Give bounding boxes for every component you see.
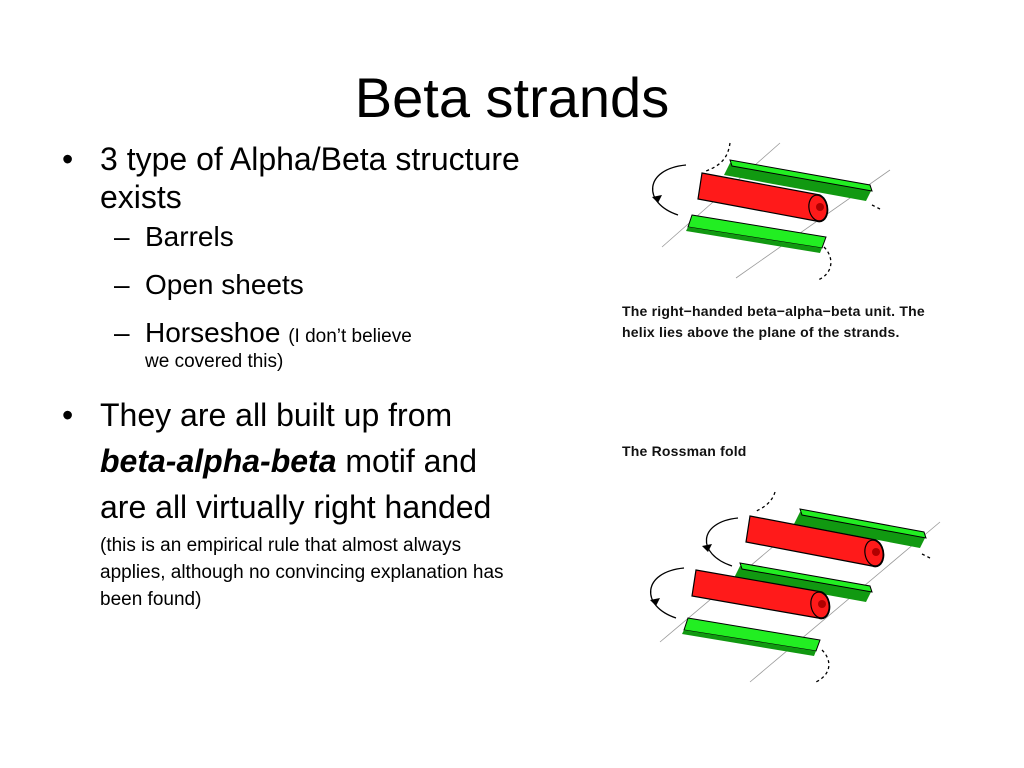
middle-strand [734,562,873,602]
bullet-dot: • [62,141,74,177]
bullet-right-handed: • They are all built up from beta-alpha-… [62,392,522,613]
rossman-fold-figure [650,491,941,683]
bullet-dot: • [62,397,74,433]
sub-bullet-note-cont: we covered this) [145,351,284,372]
sub-bullet-barrels: – Barrels [62,220,522,254]
arrow-head [652,195,662,203]
bottom-helix [691,569,831,620]
sub-bullet-text: Barrels [145,221,234,252]
figure-caption-1: The right−handed beta−alpha−beta unit. T… [622,303,925,340]
top-strand [724,159,873,201]
sub-bullet-text: Horseshoe [145,317,281,348]
bullet-alpha-beta-types: • 3 type of Alpha/Beta structure exists [62,140,522,216]
bottom-strand [682,617,821,656]
figure-caption-2: The Rossman fold [622,443,747,459]
arrow-head [650,598,660,606]
beta-alpha-beta-figure [652,142,891,281]
sub-bullet-open-sheets: – Open sheets [62,268,522,302]
sub-bullet-dash: – [114,221,130,252]
top-helix [745,515,885,568]
alpha-helix [697,172,829,223]
bullet-emphasis: beta-alpha-beta [100,443,337,479]
bullet-note: (this is an empirical rule that almost a… [100,535,504,610]
bullet-text-pre: They are all built up from [100,397,453,433]
slide-content: • 3 type of Alpha/Beta structure exists … [62,140,522,613]
sub-bullet-note: (I don’t believe [288,326,412,347]
connection-loops [652,142,881,281]
sub-bullet-dash: – [114,317,130,348]
sub-bullet-dash: – [114,269,130,300]
bullet-text-post: motif and are all virtually right handed [100,443,492,525]
sub-bullet-horseshoe: – Horseshoe (I don’t believe we covered … [62,316,522,374]
slide-title: Beta strands [354,66,670,129]
connection-loops [650,491,931,683]
sub-bullet-text: Open sheets [145,269,304,300]
bullet-text: 3 type of Alpha/Beta structure exists [100,141,520,215]
top-strand [794,508,927,548]
bottom-strand [686,214,827,253]
arrow-head [702,544,712,552]
